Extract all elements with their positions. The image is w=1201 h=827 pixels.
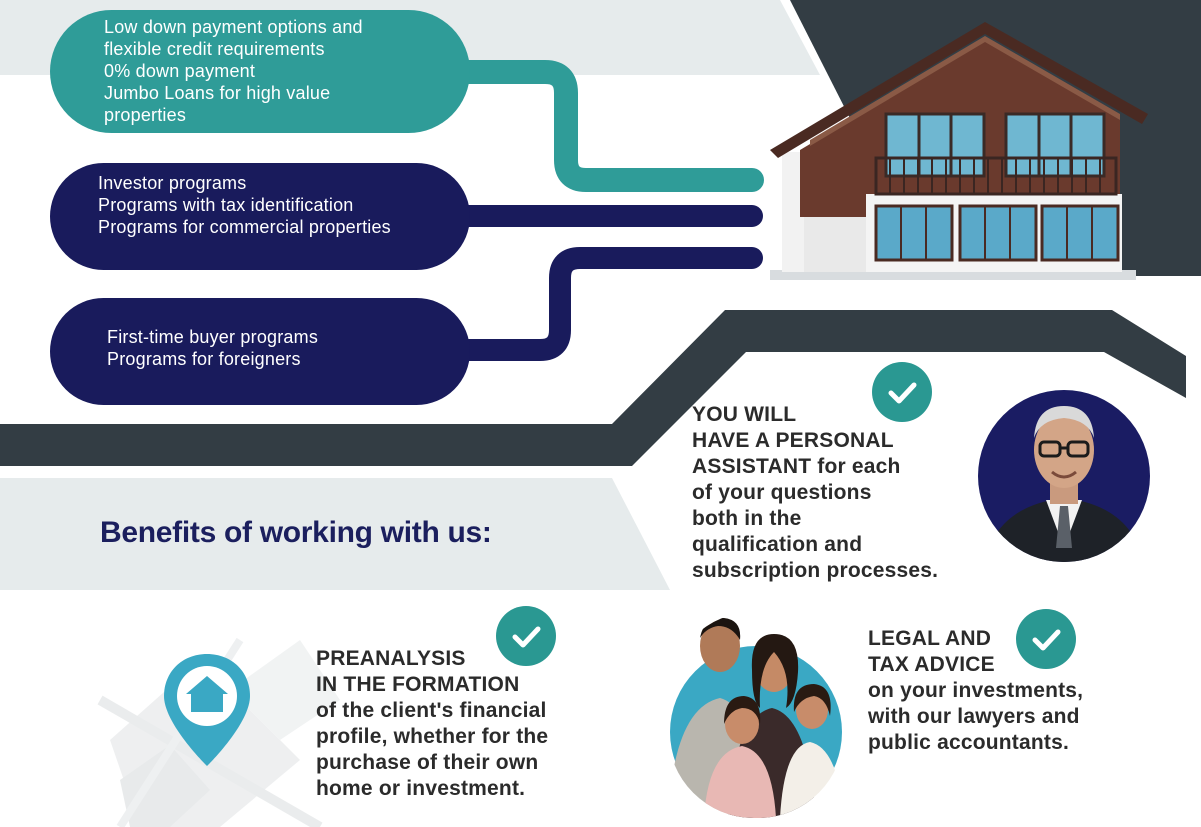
advisor-avatar [978, 390, 1150, 562]
benefit-text-line: on your investments, [868, 679, 1084, 702]
benefit-text-line: public accountants. [868, 731, 1069, 754]
pill-1-line: properties [104, 105, 187, 125]
check-icon [496, 606, 556, 666]
benefit-text-line: of your questions [692, 481, 872, 504]
benefit-preanalysis: PREANALYSIS IN THE FORMATION of the clie… [316, 646, 548, 802]
pill-3-line: Programs for foreigners [107, 349, 301, 369]
benefit-heading-line: PREANALYSIS [316, 647, 466, 670]
services-pill-investor: Investor programs Programs with tax iden… [50, 163, 470, 270]
benefit-text-line: of the client's financial [316, 699, 547, 722]
benefit-heading-line: HAVE A PERSONAL [692, 429, 894, 452]
benefit-text-line: profile, whether for the [316, 725, 549, 748]
services-pill-first-time: First-time buyer programs Programs for f… [50, 298, 470, 405]
benefit-text-line: both in the [692, 507, 802, 530]
connector-teal [456, 60, 764, 192]
pill-3-line: First-time buyer programs [107, 327, 319, 347]
benefit-text-line: purchase of their own [316, 751, 539, 774]
pill-1-line: 0% down payment [104, 61, 256, 81]
benefit-mixed-line: ASSISTANT for each [692, 454, 938, 480]
benefit-heading-line: IN THE FORMATION [316, 673, 520, 696]
services-pill-teal: Low down payment options and flexible cr… [50, 10, 470, 133]
benefit-heading-line: TAX ADVICE [868, 653, 995, 676]
pill-1-line: Low down payment options and [104, 17, 363, 37]
location-pin-home-icon [164, 654, 250, 766]
pill-2-line: Investor programs [98, 173, 247, 193]
benefit-text-line: home or investment. [316, 777, 526, 800]
benefit-heading-line: LEGAL AND [868, 627, 992, 650]
benefit-legal-tax-advice: LEGAL AND TAX ADVICE on your investments… [868, 626, 1083, 756]
check-icon [872, 362, 932, 422]
benefits-title: Benefits of working with us: [100, 516, 492, 549]
benefit-text-line: qualification and [692, 533, 863, 556]
house-illustration [770, 22, 1148, 280]
benefit-text-fragment: for each [811, 455, 901, 478]
title-band [0, 478, 670, 590]
family-photo [668, 617, 844, 818]
pill-1-line: Jumbo Loans for high value [104, 83, 331, 103]
benefit-personal-assistant: YOU WILL HAVE A PERSONAL ASSISTANT for e… [692, 402, 938, 584]
benefit-text-line: with our lawyers and [868, 705, 1080, 728]
pill-2-line: Programs for commercial properties [98, 217, 391, 237]
pill-2-line: Programs with tax identification [98, 195, 354, 215]
benefit-heading-line: YOU WILL [692, 403, 797, 426]
benefit-heading-word: ASSISTANT [692, 455, 812, 478]
connector-navy-bottom [457, 247, 763, 361]
pill-1-line: flexible credit requirements [104, 39, 325, 59]
dark-zigzag-band [0, 310, 1186, 466]
benefit-text-line: subscription processes. [692, 559, 939, 582]
check-icon [1016, 609, 1076, 669]
